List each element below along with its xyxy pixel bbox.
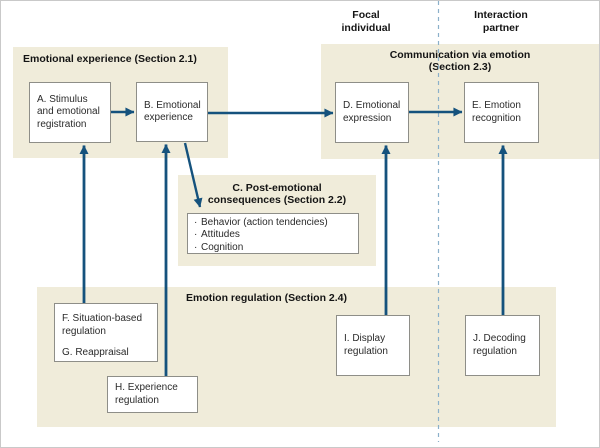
node-i-display-regulation: I. Display regulation [336, 315, 410, 376]
node-f-situation-based-regulation: F. Situation-based regulation [62, 313, 143, 337]
section-emotion-regulation-title: Emotion regulation (Section 2.4) [186, 292, 348, 304]
list-item-label: Behavior (action tendencies) [201, 217, 328, 228]
column-label-focal-individual: Focal individual [341, 9, 391, 34]
node-g-reappraisal: G. Reappraisal [62, 347, 129, 358]
list-item-label: Attitudes [201, 229, 240, 241]
column-label-interaction-partner: Interaction partner [474, 9, 528, 34]
node-a-stimulus-registration: A. Stimulus and emotional registration [29, 82, 111, 143]
post-emotional-consequences-list: · Behavior (action tendencies) · Attitud… [187, 213, 359, 254]
list-item: · Attitudes [194, 229, 354, 241]
node-e-emotion-recognition: E. Emotion recognition [464, 82, 539, 143]
section-communication-title: Communication via emotion (Section 2.3) [389, 49, 531, 74]
list-item: · Cognition [194, 242, 354, 254]
node-fg-situation-reappraisal: F. Situation-based regulation G. Reappra… [54, 303, 158, 362]
node-h-experience-regulation: H. Experience regulation [107, 376, 198, 413]
section-post-emotional-consequences: C. Post-emotional consequences (Section … [178, 175, 376, 266]
node-b-emotional-experience: B. Emotional experience [136, 82, 208, 142]
node-j-decoding-regulation: J. Decoding regulation [465, 315, 540, 376]
bullet-icon: · [194, 229, 198, 241]
section-emotional-experience-title: Emotional experience (Section 2.1) [23, 53, 197, 65]
list-item: · Behavior (action tendencies) [194, 217, 354, 229]
bullet-icon: · [194, 217, 198, 228]
section-post-emotional-heading: C. Post-emotional consequences (Section … [207, 182, 347, 207]
list-item-label: Cognition [201, 241, 244, 253]
bullet-icon: · [194, 241, 198, 253]
node-d-emotional-expression: D. Emotional expression [335, 82, 409, 143]
